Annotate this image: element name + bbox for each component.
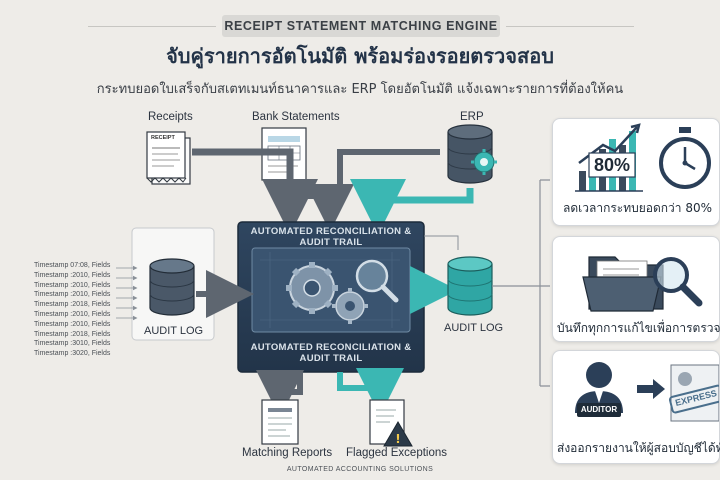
- audit-log-left-label: AUDIT LOG: [144, 325, 204, 337]
- benefit-card-audit: บันทึกทุกการแก้ไขเพื่อการตรวจสอบ: [552, 236, 720, 342]
- erp-arrow: [350, 179, 474, 235]
- benefit-time-caption: ลดเวลากระทบยอดกว่า 80%: [563, 201, 713, 215]
- receipt-doc-text: RECEIPT: [151, 135, 175, 141]
- svg-text:!: !: [395, 432, 400, 446]
- section-banner: RECEIPT STATEMENT MATCHING ENGINE: [222, 15, 500, 37]
- page-subtitle: กระทบยอดใบเสร็จกับสเตทเมนท์ธนาคารและ ERP…: [96, 82, 624, 97]
- receipts-label: Receipts: [148, 111, 193, 123]
- benefit-branch: [492, 179, 550, 387]
- core-to-db-line: [424, 235, 459, 250]
- banner-rule-left: [88, 26, 216, 27]
- log-line: Timestamp :2010, Fields: [34, 310, 111, 318]
- log-connectors: [116, 265, 138, 321]
- reports-arrow: [256, 370, 304, 418]
- log-line: Timestamp :3010, Fields: [34, 340, 111, 348]
- banner-rule-right: [506, 26, 634, 27]
- log-line: Timestamp 07:08, Fields: [34, 262, 111, 269]
- log-lines: Timestamp 07:08, Fields Timestamp :2010,…: [34, 261, 110, 359]
- exceptions-arrow: [337, 368, 404, 416]
- report-icon: [261, 399, 299, 445]
- stopwatch-icon: [659, 127, 711, 189]
- magnifier-icon: [355, 259, 399, 303]
- audit-log-left-database: [131, 227, 215, 341]
- erp-gray-arrow: [337, 149, 440, 186]
- erp-label: ERP: [460, 111, 484, 123]
- warning-document-icon: !: [369, 399, 413, 447]
- core-title-bottom: AUTOMATED RECONCILIATION & AUDIT TRAIL: [250, 342, 412, 364]
- chart-icon: [575, 123, 643, 192]
- matching-reports-label: Matching Reports: [242, 447, 333, 459]
- flagged-exceptions-label: Flagged Exceptions: [346, 447, 448, 459]
- banner-text: RECEIPT STATEMENT MATCHING ENGINE: [224, 19, 498, 33]
- receipt-icon: [146, 131, 191, 185]
- benefit-export-caption: ส่งออกรายงานให้ผู้สอบบัญชีได้ทันที: [557, 441, 720, 455]
- audit-log-right-label: AUDIT LOG: [444, 322, 504, 334]
- log-line: Timestamp :2010, Fields: [34, 281, 111, 289]
- benefit-audit-caption: บันทึกทุกการแก้ไขเพื่อการตรวจสอบ: [557, 321, 720, 335]
- bank-statements-label: Bank Statements: [252, 111, 340, 123]
- benefit-card-time: 80% ลดเวลากระทบยอดกว่า 80%: [552, 118, 720, 226]
- gear-icon: [286, 262, 368, 324]
- auditor-icon: [575, 362, 719, 422]
- page-title: จับคู่รายการอัตโนมัติ พร้อมร่องรอยตรวจสอ…: [166, 44, 554, 68]
- bank-arrow: [279, 180, 354, 232]
- core-title-top: AUTOMATED RECONCILIATION & AUDIT TRAIL: [250, 226, 412, 248]
- benefit-card-export: AUDITOR EXPRESS ส่งออกรายงานให้ผู้สอบบัญ…: [552, 350, 720, 464]
- stat-80-percent: 80%: [593, 155, 631, 175]
- audit-log-right-database: [447, 256, 493, 316]
- folder-search-icon: [582, 256, 703, 312]
- log-line: Timestamp :2018, Fields: [34, 301, 111, 309]
- footer-text: AUTOMATED ACCOUNTING SOLUTIONS: [286, 466, 434, 473]
- log-line: Timestamp :2018, Fields: [34, 330, 111, 338]
- log-line: Timestamp :3020, Fields: [34, 350, 111, 358]
- erp-database-icon: [447, 124, 497, 184]
- log-line: Timestamp :2010, Fields: [34, 271, 111, 279]
- auditor-badge: AUDITOR: [577, 403, 621, 417]
- log-line: Timestamp :2010, Fields: [34, 291, 111, 299]
- log-line: Timestamp :2010, Fields: [34, 320, 111, 328]
